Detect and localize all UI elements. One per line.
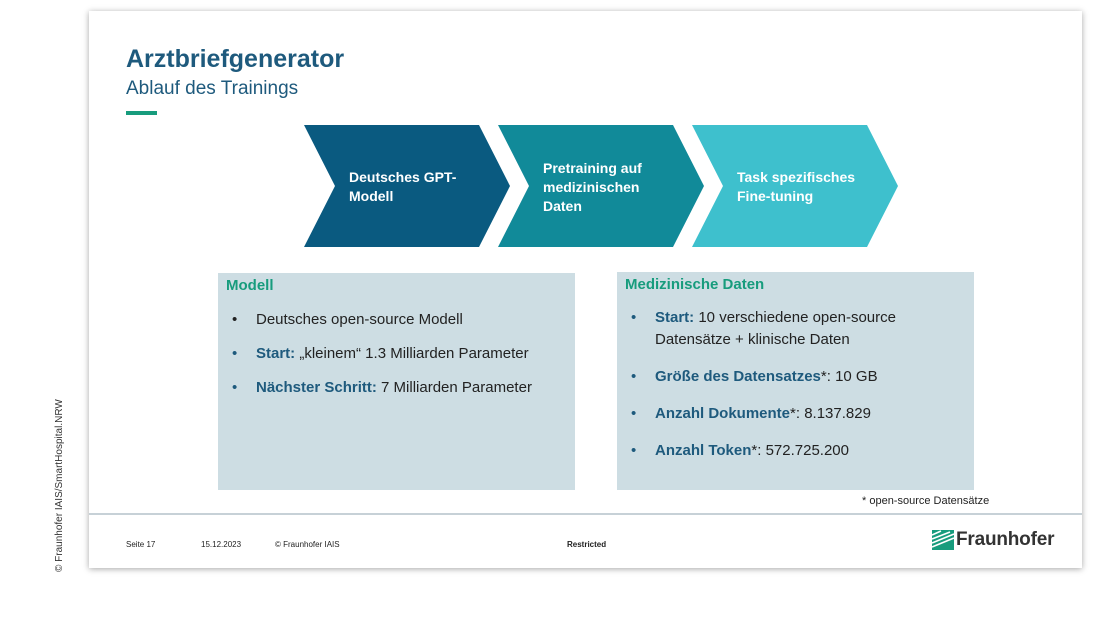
daten-list: • Start: 10 verschiedene open-source Dat…	[629, 307, 929, 462]
footer-copyright: © Fraunhofer IAIS	[275, 540, 340, 549]
bullet-icon: •	[232, 311, 238, 328]
list-item: • Start: „kleinem“ 1.3 Milliarden Parame…	[230, 343, 532, 365]
bullet-icon: •	[232, 379, 238, 396]
footer-date: 15.12.2023	[201, 540, 242, 549]
slide-title: Arztbriefgenerator	[126, 45, 345, 73]
process-step-1: Deutsches GPT- Modell	[304, 125, 510, 247]
chevron-shape	[692, 125, 898, 247]
footnote: * open-source Datensätze	[862, 495, 990, 507]
process-step-3: Task spezifisches Fine-tuning	[692, 125, 898, 247]
modell-list: • Deutsches open-source Modell • Start: …	[230, 309, 532, 399]
process-step-3-label: Task spezifisches Fine-tuning	[737, 169, 856, 204]
list-item: • Nächster Schritt: 7 Milliarden Paramet…	[230, 377, 532, 399]
slide-subtitle: Ablauf des Trainings	[126, 78, 299, 99]
modell-box-title: Modell	[226, 277, 274, 294]
footer-divider	[89, 513, 1082, 515]
bullet-icon: •	[631, 405, 637, 422]
list-item: • Größe des Datensatzes*: 10 GB	[629, 366, 929, 388]
chevron-shape	[304, 125, 510, 247]
bullet-icon: •	[232, 345, 238, 362]
title-accent-bar	[126, 111, 157, 115]
bullet-icon: •	[631, 442, 637, 459]
list-item: • Anzahl Token*: 572.725.200	[629, 440, 929, 462]
process-step-1-label: Deutsches GPT- Modell	[349, 169, 457, 204]
bullet-icon: •	[631, 368, 637, 385]
daten-box-title: Medizinische Daten	[625, 276, 765, 293]
side-credit: © Fraunhofer IAIS/SmartHospital.NRW	[54, 399, 65, 572]
list-item: • Start: 10 verschiedene open-source Dat…	[631, 309, 896, 348]
footer-classification: Restricted	[567, 540, 607, 549]
bullet-icon: •	[631, 309, 637, 326]
footer-page-number: Seite 17	[126, 540, 156, 549]
slide: Arztbriefgenerator Ablauf des Trainings …	[89, 11, 1082, 568]
daten-box: Medizinische Daten • Start: 10 verschied…	[617, 272, 974, 490]
chevron-shape	[498, 125, 704, 247]
modell-box: Modell • Deutsches open-source Modell • …	[218, 273, 575, 490]
process-step-2-label: Pretraining auf medizinischen Daten	[543, 160, 642, 214]
list-item: • Deutsches open-source Modell	[230, 309, 532, 331]
list-item: • Anzahl Dokumente*: 8.137.829	[629, 403, 929, 425]
process-step-2: Pretraining auf medizinischen Daten	[498, 125, 704, 247]
fraunhofer-logo-icon	[932, 530, 954, 550]
logo-wordmark: Fraunhofer	[956, 529, 1055, 550]
